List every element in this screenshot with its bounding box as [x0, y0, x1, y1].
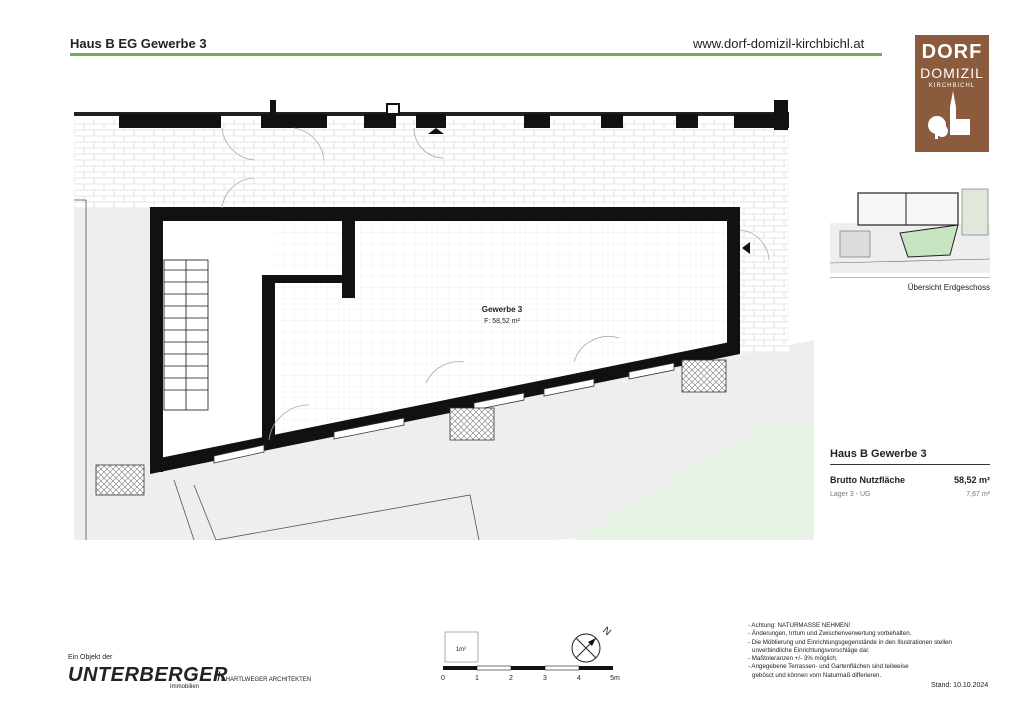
north-arrow-icon: N: [571, 625, 613, 663]
area-row: Brutto Nutzfläche 58,52 m²: [830, 475, 990, 485]
overview-divider: [830, 277, 990, 278]
storage-label: Lager 3 - UG: [830, 491, 871, 498]
unit-title: Haus B Gewerbe 3: [830, 448, 927, 460]
architect-name: HARTLWEGER ARCHITEKTEN: [225, 677, 312, 683]
scale-bar: 1m² 0 1 2 3 4 5m: [441, 631, 620, 682]
architect-logo: h HARTLWEGER ARCHITEKTEN: [217, 670, 311, 686]
note-line: - Maßtoleranzen +/- 3% möglich.: [748, 655, 838, 663]
scale-box-label: 1m²: [456, 647, 466, 653]
website-link[interactable]: www.dorf-domizil-kirchbichl.at: [693, 36, 865, 51]
scale-tick: 0: [441, 675, 445, 682]
header-divider: [70, 53, 882, 56]
unterberger-logo: UNTERBERGER: [68, 664, 228, 686]
note-line: unverbindliche Einrichtungsvorschläge da…: [752, 646, 870, 654]
scale-tick: 5m: [610, 675, 620, 682]
note-line: - Die Möblierung und Einrichtungsgegenst…: [748, 638, 952, 646]
note-line: - Änderungen, Irrtum und Zwischenverwert…: [748, 630, 912, 638]
dorf-domizil-logo: DORF DOMIZIL KIRCHBICHL: [915, 35, 989, 152]
note-line: gebösct und können vom Naturmaß differie…: [752, 671, 882, 679]
church-tree-icon: [928, 91, 970, 139]
floor-plan: Gewerbe 3 F: 58,52 m²: [74, 100, 814, 540]
scale-tick: 1: [475, 675, 479, 682]
architect-mark-icon: h: [217, 670, 224, 685]
storage-row: Lager 3 - UG 7,67 m²: [830, 491, 990, 498]
room-area-label: F: 58,52 m²: [484, 318, 520, 325]
date-stamp: Stand: 10.10.2024: [931, 682, 989, 689]
logo-line-3: KIRCHBICHL: [928, 83, 976, 89]
scale-tick: 2: [509, 675, 513, 682]
overview-minimap: [830, 185, 990, 275]
scale-tick: 3: [543, 675, 547, 682]
note-line: - Angegebene Terrassen- und Gartenfläche…: [748, 663, 909, 671]
disclaimer-notes: - Achtung: NATURMASSE NEHMEN! - Änderung…: [748, 622, 998, 680]
scale-tick: 4: [577, 675, 581, 682]
storage-value: 7,67 m²: [966, 491, 990, 498]
overview-caption: Übersicht Erdgeschoss: [907, 283, 990, 292]
unit-divider: [830, 464, 990, 465]
note-line: - Achtung: NATURMASSE NEHMEN!: [748, 622, 851, 629]
area-value: 58,52 m²: [953, 475, 990, 485]
brand-subtitle: Immobilien: [170, 684, 200, 690]
logo-line-2: DOMIZIL: [920, 65, 984, 81]
logo-line-1: DORF: [921, 41, 983, 63]
compass-north-label: N: [600, 625, 613, 638]
objekt-label: Ein Objekt der: [68, 654, 113, 661]
area-label: Brutto Nutzfläche: [830, 475, 905, 485]
page-title: Haus B EG Gewerbe 3: [70, 36, 207, 51]
scale-box: [444, 631, 479, 663]
room-name-label: Gewerbe 3: [482, 305, 523, 314]
